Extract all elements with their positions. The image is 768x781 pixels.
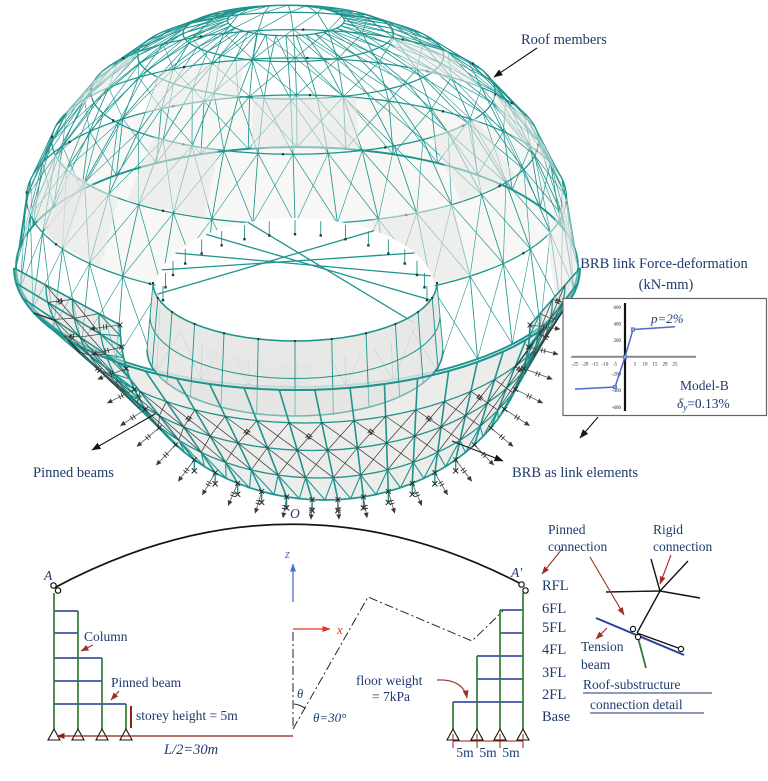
pinned-beams-label: Pinned beams bbox=[33, 465, 114, 481]
delta-subscript: y bbox=[682, 403, 687, 413]
floor-weight-label-line1: floor weight bbox=[356, 673, 423, 688]
tension-beam-arrow bbox=[595, 627, 608, 640]
svg-text:25: 25 bbox=[673, 363, 679, 368]
svg-text:-25: -25 bbox=[572, 363, 579, 368]
pinned-connection-label-line2: connection bbox=[548, 539, 607, 554]
delta-value: =0.13% bbox=[687, 396, 729, 411]
pinned-beams-leader-arrow bbox=[91, 413, 156, 451]
point-a-label: A bbox=[43, 568, 53, 583]
roof-members-label: Roof members bbox=[521, 32, 607, 48]
inset-chart-plot: -25-20-15-10 -5 5 10 15 20 25 600 400 200 -200 -400… bbox=[571, 303, 696, 411]
roof-member-line bbox=[659, 560, 689, 592]
brb-inset-chart: BRB link Force-deformation (kN-mm) -25-2… bbox=[562, 256, 768, 439]
pinned-connection-arrow-1 bbox=[541, 548, 563, 575]
svg-text:5: 5 bbox=[634, 363, 637, 368]
pinned-connection-label-line1: Pinned bbox=[548, 522, 586, 537]
hardening-ratio-annotation: p=2% bbox=[650, 311, 684, 326]
half-span-label: L/2=30m bbox=[163, 742, 218, 758]
floor-level-labels: RFL 6FL 5FL 4FL 3FL 2FL Base bbox=[542, 578, 570, 725]
model-annotation: Model-B bbox=[680, 378, 729, 393]
inset-title-line2: (kN-mm) bbox=[639, 277, 694, 293]
svg-text:10: 10 bbox=[643, 363, 649, 368]
floor-label-2fl: 2FL bbox=[542, 687, 566, 703]
bay-dim-3: 5m bbox=[502, 745, 520, 760]
point-a-prime-label: A' bbox=[510, 565, 523, 580]
pinned-connection-arrow-2 bbox=[589, 556, 625, 616]
delta-symbol: δ bbox=[677, 396, 684, 411]
roof-substructure-connection-detail: Pinned connection Rigid connection Tensi… bbox=[541, 522, 712, 714]
courtyard-opening bbox=[155, 218, 435, 362]
brb-link-elements-label: BRB as link elements bbox=[512, 465, 638, 481]
floor-label-3fl: 3FL bbox=[542, 665, 566, 681]
svg-text:-10: -10 bbox=[602, 363, 609, 368]
floor-label-5fl: 5FL bbox=[542, 620, 566, 636]
svg-text:15: 15 bbox=[653, 363, 659, 368]
yield-drift-annotation: δy=0.13% bbox=[677, 396, 730, 413]
storey-height-label: storey height = 5m bbox=[136, 708, 238, 723]
floor-label-4fl: 4FL bbox=[542, 642, 566, 658]
tension-beam-label-line1: Tension bbox=[581, 639, 624, 654]
inner-ring-wall bbox=[146, 220, 444, 417]
pinned-beam-pointer-arrow bbox=[110, 690, 120, 701]
x-axis-label: x bbox=[336, 622, 343, 637]
roof-member-line bbox=[659, 590, 701, 599]
floor-label-base: Base bbox=[542, 709, 570, 725]
pin-circle bbox=[629, 625, 637, 633]
svg-text:-15: -15 bbox=[592, 363, 599, 368]
floor-weight-pointer-arrow bbox=[436, 679, 469, 699]
roof-member-line bbox=[605, 590, 661, 593]
tension-beam-label-line2: beam bbox=[581, 657, 611, 672]
svg-text:20: 20 bbox=[663, 363, 669, 368]
origin-label: O bbox=[290, 506, 300, 521]
roof-member-line bbox=[636, 590, 661, 634]
roof-member-line bbox=[636, 632, 682, 650]
pin-circle bbox=[677, 645, 685, 653]
floor-weight-label-line2: = 7kPa bbox=[372, 689, 410, 704]
svg-text:-20: -20 bbox=[582, 363, 589, 368]
detail-caption-line1: Roof-substructure bbox=[583, 677, 680, 692]
brb-leader-arrow bbox=[451, 440, 504, 462]
detail-caption-line2: connection detail bbox=[590, 697, 683, 712]
rigid-connection-label-line2: connection bbox=[653, 539, 712, 554]
pin-circle bbox=[634, 633, 642, 641]
pinned-beam-label: Pinned beam bbox=[111, 675, 182, 690]
svg-text:200: 200 bbox=[614, 339, 622, 344]
model-annotations: Roof members Pinned beams BRB as link el… bbox=[33, 32, 638, 481]
svg-text:-5: -5 bbox=[613, 363, 618, 368]
bay-dim-1: 5m bbox=[456, 745, 474, 760]
inset-title-line1: BRB link Force-deformation bbox=[580, 256, 748, 272]
bay-dim-2: 5m bbox=[479, 745, 497, 760]
theta-label: θ bbox=[297, 687, 303, 701]
right-substructure-frame bbox=[446, 581, 530, 741]
svg-text:400: 400 bbox=[614, 322, 622, 327]
rigid-connection-label-line1: Rigid bbox=[653, 522, 683, 537]
roof-members-leader-arrow bbox=[493, 47, 538, 78]
svg-text:-600: -600 bbox=[612, 406, 622, 411]
column-pointer-arrow bbox=[80, 644, 94, 652]
roof-dome-lattice bbox=[15, 4, 579, 388]
floor-label-6fl: 6FL bbox=[542, 601, 566, 617]
z-axis-label: z bbox=[284, 547, 290, 561]
column-label: Column bbox=[84, 629, 128, 644]
rigid-connection-arrow bbox=[659, 554, 672, 585]
roof-member-line bbox=[650, 558, 661, 592]
theta-value-label: θ=30° bbox=[313, 710, 346, 725]
cross-section-diagram: O z x θ θ=30° A A' Column Pinned beam st… bbox=[43, 506, 570, 760]
left-substructure-frame bbox=[47, 582, 133, 741]
theta-angle-arc bbox=[293, 703, 306, 709]
svg-text:600: 600 bbox=[614, 306, 622, 311]
svg-text:-400: -400 bbox=[612, 389, 622, 394]
bay-dimensions: 5m 5m 5m bbox=[452, 734, 524, 760]
inset-to-model-arrow bbox=[579, 416, 599, 439]
floor-label-rfl: RFL bbox=[542, 578, 569, 594]
svg-text:-200: -200 bbox=[612, 372, 622, 377]
folded-section-line bbox=[292, 596, 504, 730]
roof-arc bbox=[53, 523, 524, 589]
base-supports-and-beams bbox=[89, 322, 561, 520]
